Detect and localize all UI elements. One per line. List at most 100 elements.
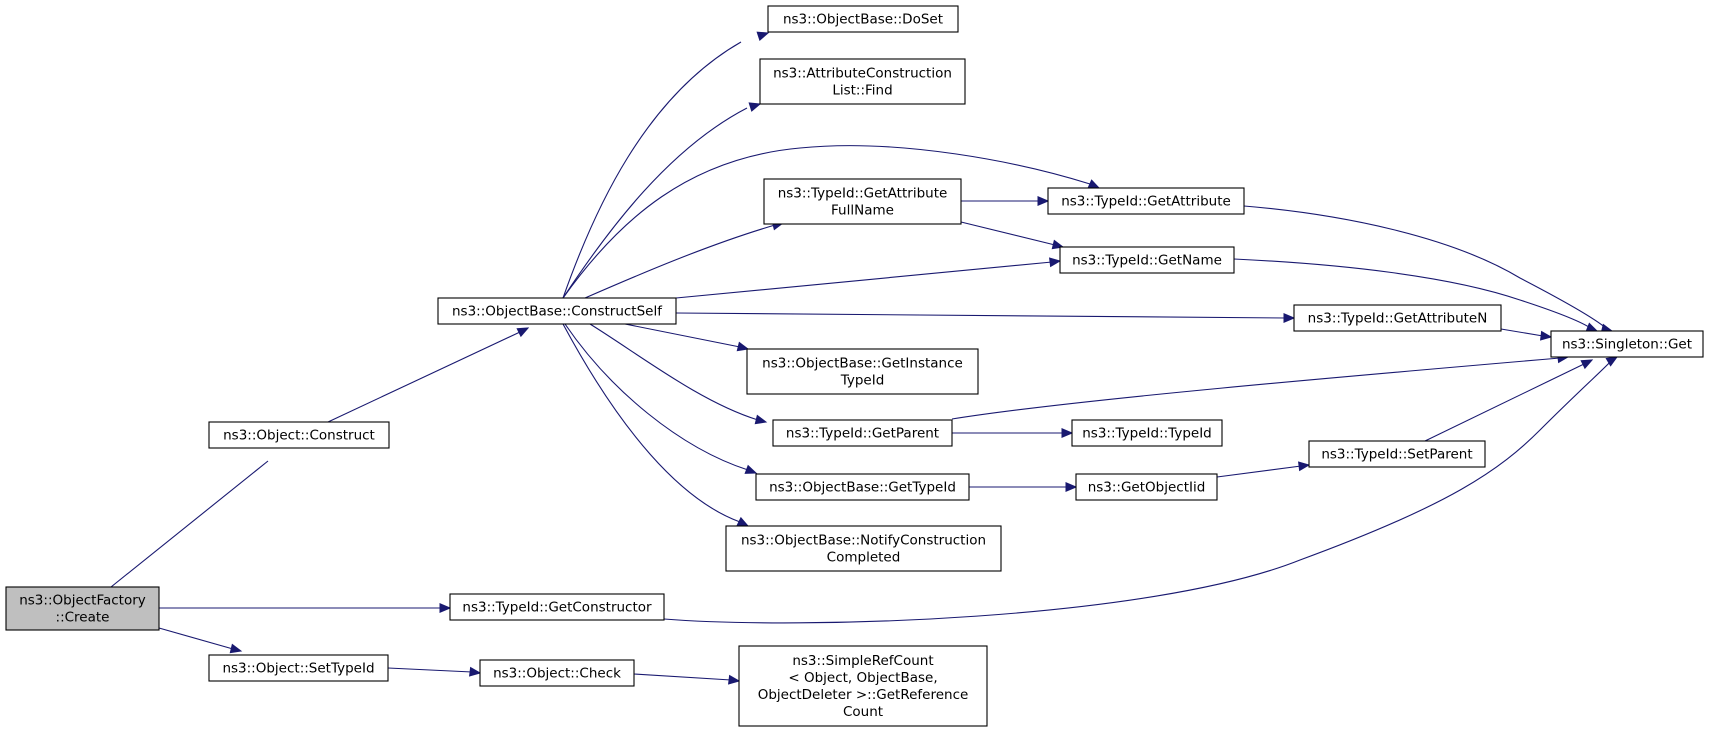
node-getrefcount[interactable]: ns3::SimpleRefCount< Object, ObjectBase,… bbox=[738, 645, 988, 727]
node-label: ns3::Singleton::Get bbox=[1562, 337, 1692, 353]
node-label: ns3::ObjectBase::NotifyConstruction bbox=[741, 533, 986, 549]
node-label: ns3::ObjectBase::ConstructSelf bbox=[452, 304, 663, 320]
node-label: ns3::TypeId::GetName bbox=[1072, 253, 1222, 269]
arrowhead-icon bbox=[736, 341, 750, 352]
edge-getparent-to-singletonget bbox=[951, 353, 1570, 420]
node-box bbox=[1071, 419, 1223, 447]
edge-line bbox=[562, 107, 748, 299]
edge-constructself-to-notify bbox=[562, 323, 750, 527]
node-box bbox=[437, 297, 677, 325]
edge-create-to-getconstructor bbox=[159, 603, 452, 613]
edge-settypeid-to-check bbox=[387, 666, 482, 677]
edge-check-to-getrefcount bbox=[633, 673, 741, 685]
node-settypeid[interactable]: ns3::Object::SetTypeId bbox=[208, 654, 389, 682]
edge-constructself-to-getname bbox=[675, 257, 1062, 299]
node-label: ns3::Object::Construct bbox=[223, 428, 375, 444]
node-box bbox=[738, 645, 988, 727]
node-label: ns3::TypeId::SetParent bbox=[1321, 447, 1472, 463]
arrowhead-icon bbox=[1065, 482, 1078, 492]
node-label: FullName bbox=[831, 203, 894, 219]
node-box bbox=[208, 654, 389, 682]
arrowhead-icon bbox=[1585, 322, 1599, 332]
edge-line bbox=[951, 357, 1561, 420]
edge-line bbox=[960, 221, 1056, 246]
node-box bbox=[479, 659, 635, 687]
arrowhead-icon bbox=[516, 327, 530, 338]
edge-constructself-to-gettypeid bbox=[564, 323, 758, 474]
edge-line bbox=[564, 323, 749, 471]
arrowhead-icon bbox=[1605, 356, 1619, 367]
node-box bbox=[746, 348, 979, 395]
node-getattributen[interactable]: ns3::TypeId::GetAttributeN bbox=[1293, 304, 1502, 332]
node-box bbox=[725, 525, 1002, 572]
arrowhead-icon bbox=[439, 603, 452, 613]
node-label: ns3::ObjectBase::DoSet bbox=[783, 12, 943, 28]
arrowhead-icon bbox=[1283, 313, 1296, 323]
node-getattribute[interactable]: ns3::TypeId::GetAttribute bbox=[1047, 187, 1245, 215]
node-construct[interactable]: ns3::Object::Construct bbox=[208, 421, 390, 449]
edge-getattrfullname-to-getattribute bbox=[961, 196, 1050, 206]
node-box bbox=[5, 586, 160, 631]
node-box bbox=[1075, 473, 1218, 501]
edge-getconstructor-to-singletonget bbox=[663, 356, 1619, 624]
arrowhead-icon bbox=[1540, 330, 1553, 341]
edge-line bbox=[1243, 205, 1609, 331]
node-check[interactable]: ns3::Object::Check bbox=[479, 659, 635, 687]
edge-constructself-to-getparent bbox=[589, 323, 768, 425]
node-constructself[interactable]: ns3::ObjectBase::ConstructSelf bbox=[437, 297, 677, 325]
edge-line bbox=[387, 667, 473, 673]
edge-line bbox=[1216, 465, 1302, 478]
node-typeidctor[interactable]: ns3::TypeId::TypeId bbox=[1071, 419, 1223, 447]
arrowhead-icon bbox=[756, 31, 770, 41]
node-label: ns3::TypeId::GetAttribute bbox=[1061, 194, 1231, 210]
node-label: TypeId bbox=[840, 373, 885, 389]
arrowhead-icon bbox=[744, 464, 758, 474]
edge-line bbox=[1500, 328, 1544, 337]
node-box bbox=[755, 473, 970, 501]
node-box bbox=[1047, 187, 1245, 215]
edge-line bbox=[562, 323, 741, 523]
arrowhead-icon bbox=[229, 643, 243, 654]
node-label: ns3::ObjectFactory bbox=[19, 593, 146, 609]
node-getname[interactable]: ns3::TypeId::GetName bbox=[1059, 246, 1235, 274]
node-box bbox=[449, 593, 665, 621]
arrowhead-icon bbox=[754, 414, 768, 425]
node-singletonget[interactable]: ns3::Singleton::Get bbox=[1550, 330, 1704, 358]
arrowhead-icon bbox=[1087, 179, 1101, 189]
node-label: < Object, ObjectBase, bbox=[788, 670, 937, 686]
node-getparent[interactable]: ns3::TypeId::GetParent bbox=[772, 419, 953, 447]
node-label: Completed bbox=[827, 550, 901, 566]
edge-line bbox=[663, 359, 1613, 624]
edge-gettypeid-to-getobjectiid bbox=[969, 482, 1078, 492]
edge-create-to-settypeid bbox=[158, 627, 243, 654]
node-box bbox=[1550, 330, 1704, 358]
edge-line bbox=[158, 627, 234, 650]
node-getobjectiid[interactable]: ns3::GetObjectIid bbox=[1075, 473, 1218, 501]
arrowhead-icon bbox=[728, 674, 741, 685]
arrowhead-icon bbox=[736, 516, 750, 527]
edge-line bbox=[624, 323, 741, 348]
node-box bbox=[1308, 440, 1486, 468]
edges-layer bbox=[110, 31, 1619, 685]
node-gettypeid[interactable]: ns3::ObjectBase::GetTypeId bbox=[755, 473, 970, 501]
arrowhead-icon bbox=[1298, 461, 1311, 472]
node-create[interactable]: ns3::ObjectFactory::Create bbox=[5, 586, 160, 631]
node-label: ns3::TypeId::GetParent bbox=[786, 426, 939, 442]
node-label: ns3::TypeId::GetConstructor bbox=[462, 600, 652, 616]
edge-create-to-construct bbox=[110, 460, 269, 588]
node-setparent[interactable]: ns3::TypeId::SetParent bbox=[1308, 440, 1486, 468]
edge-getobjectiid-to-setparent bbox=[1216, 461, 1311, 478]
node-doset[interactable]: ns3::ObjectBase::DoSet bbox=[767, 5, 959, 33]
edge-constructself-to-getattribute bbox=[562, 145, 1101, 299]
node-notify[interactable]: ns3::ObjectBase::NotifyConstructionCompl… bbox=[725, 525, 1002, 572]
node-label: ns3::TypeId::TypeId bbox=[1082, 426, 1212, 442]
node-getconstructor[interactable]: ns3::TypeId::GetConstructor bbox=[449, 593, 665, 621]
node-label: ns3::ObjectBase::GetInstance bbox=[762, 356, 963, 372]
edge-line bbox=[1424, 363, 1585, 442]
node-box bbox=[1059, 246, 1235, 274]
arrowhead-icon bbox=[1037, 196, 1050, 206]
